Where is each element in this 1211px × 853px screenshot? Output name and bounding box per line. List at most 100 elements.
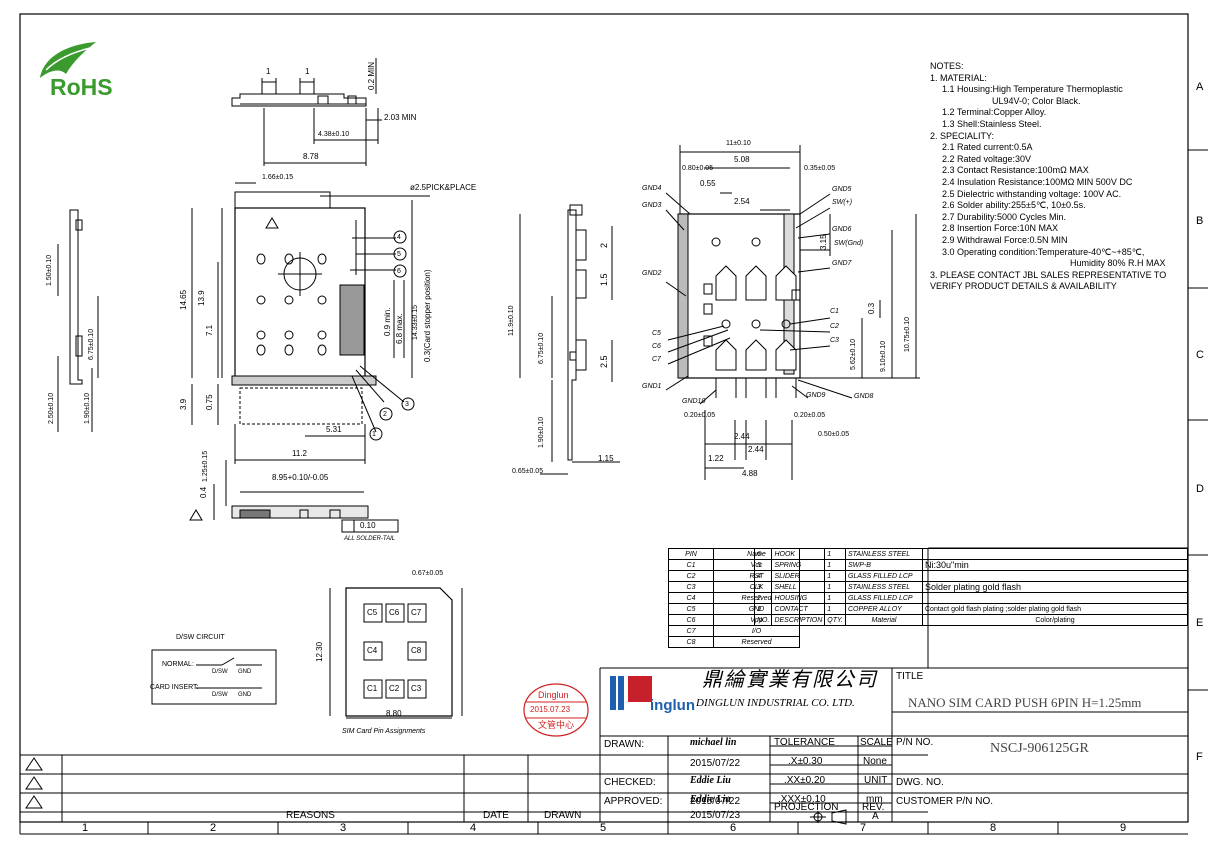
zone-row-c: C — [1196, 349, 1204, 361]
note-line: 1.2 Terminal:Copper Alloy. — [942, 107, 1047, 118]
note-line: 2. SPECIALITY: — [930, 130, 995, 141]
pcb-label: C2 — [830, 323, 839, 330]
zone-row-e: E — [1196, 617, 1204, 629]
zone-col-9: 9 — [1120, 822, 1127, 834]
pin-cell: C2 — [668, 570, 714, 582]
dim-label: 0.3 — [867, 302, 876, 314]
title-label: TITLE — [896, 671, 924, 682]
card-pin: C2 — [389, 684, 400, 693]
rev-label: REV. — [862, 802, 885, 813]
top-profile-view — [231, 58, 382, 166]
left-side-view — [57, 209, 99, 432]
bom-header: Color/plating — [922, 614, 1188, 626]
dim-label: ALL SOLDER-TAIL — [344, 536, 396, 542]
pn-label: P/N NO. — [896, 737, 934, 748]
zone-row-d: D — [1196, 483, 1204, 495]
card-pin: C4 — [367, 646, 378, 655]
circuit-dsw: D/SW — [212, 669, 228, 675]
note-line: 2.6 Solder ability:255±5℃, 10±0.5s. — [942, 200, 1086, 211]
dim-label: 6.8 max. — [395, 313, 404, 344]
reasons-label: REASONS — [286, 810, 335, 821]
dim-label: 4.38±0.10 — [318, 131, 350, 138]
pin-cell: Reserved — [713, 636, 800, 648]
dim-label: 0.50±0.05 — [818, 431, 850, 438]
bom-cell: CONTACT — [771, 603, 826, 615]
pcb-label: GND9 — [806, 392, 826, 399]
projection-label: PROJECTION — [774, 802, 839, 813]
bom-cell: Ni:30u"min — [922, 559, 1188, 571]
tolerance-1: .X±0.30 — [788, 756, 823, 767]
dim-label: 2.50±0.10 — [48, 392, 55, 424]
rohs-logo-text: RoHS — [50, 74, 113, 100]
checked-label: CHECKED: — [604, 777, 656, 788]
pcb-label: GND8 — [854, 393, 874, 400]
circuit-gnd: GND — [238, 669, 252, 675]
bom-cell: SPRING — [771, 559, 826, 571]
balloon-6: 6 — [397, 268, 401, 275]
center-side-view — [519, 204, 620, 475]
bom-cell: Solder plating gold flash — [922, 581, 1188, 593]
pin-cell: C8 — [668, 636, 714, 648]
dim-label: 2.44 — [734, 432, 750, 441]
pins-header: PIN — [668, 548, 714, 560]
dinglun-logo-icon — [610, 676, 652, 710]
drawn-date: 2015/07/22 — [690, 758, 741, 769]
dinglun-stamp — [523, 683, 589, 737]
bom-cell — [922, 570, 1188, 582]
tolerance-label: TOLERANCE — [774, 737, 835, 748]
zone-col-5: 5 — [600, 822, 607, 834]
note-line: 2.2 Rated voltage:30V — [942, 153, 1032, 164]
circuit-insert: CARD INSERT: — [150, 684, 199, 691]
pcb-label: GND6 — [832, 226, 852, 233]
drawn-col-label: DRAWN — [544, 810, 582, 821]
pin-cell: C4 — [668, 592, 714, 604]
dim-label: 6.75±0.10 — [538, 332, 545, 364]
customer-pn-label: CUSTOMER P/N NO. — [896, 796, 994, 807]
note-line: 1.3 Shell:Stainless Steel. — [942, 118, 1042, 129]
bom-cell — [922, 592, 1188, 604]
dim-label: 0.20±0.05 — [794, 412, 826, 419]
dim-label: 5.62±0.10 — [850, 338, 857, 370]
dim-label: 0.80±0.05 — [682, 165, 714, 172]
bom-cell: STAINLESS STEEL — [845, 548, 923, 560]
dim-label: 9.10±0.10 — [880, 340, 887, 372]
dim-label: 1.5 — [599, 273, 609, 286]
dim-label: 0.20±0.05 — [684, 412, 716, 419]
rohs-leaf-icon — [40, 42, 96, 78]
tolerance-2: .XX±0.20 — [784, 775, 826, 786]
zone-col-4: 4 — [470, 822, 477, 834]
dim-label: 0.55 — [700, 179, 716, 188]
zone-col-7: 7 — [860, 822, 867, 834]
dsw-circuit-diagram — [151, 649, 277, 705]
dim-label: 11±0.10 — [726, 140, 751, 147]
notes-block: NOTES: 1. MATERIAL: 1.1 Housing:High Tem… — [930, 61, 1166, 293]
dim-label: 0.2 MIN — [367, 61, 376, 90]
card-dim: 0.67±0.05 — [412, 570, 444, 577]
dim-label: 2.44 — [748, 445, 764, 454]
date-label: DATE — [483, 810, 509, 821]
pcb-label: GND5 — [832, 186, 852, 193]
revision-block — [20, 754, 600, 822]
bom-cell: COPPER ALLOY — [845, 603, 923, 615]
zone-col-2: 2 — [210, 822, 217, 834]
drawn-name: michael lin — [690, 737, 737, 748]
pcb-label: GND7 — [832, 260, 852, 267]
stamp-date: 2015.07.23 — [530, 705, 571, 714]
circuit-title: D/SW CIRCUIT — [176, 634, 225, 641]
approved-label: APPROVED: — [604, 796, 663, 807]
bom-cell: GLASS FILLED LCP — [845, 570, 923, 582]
bom-cell: 5 — [753, 559, 773, 571]
pin-cell: C3 — [668, 581, 714, 593]
main-top-view — [191, 182, 430, 464]
bom-cell: 1 — [753, 603, 773, 615]
tolerance-3: .XXX±0.10 — [778, 794, 826, 805]
pcb-label: GND4 — [642, 185, 662, 192]
dim-label: 1 — [266, 67, 271, 76]
zone-col-3: 3 — [340, 822, 347, 834]
pin-cell: C1 — [668, 559, 714, 571]
note-line: 2.3 Contact Resistance:100mΩ MAX — [942, 165, 1089, 176]
pcb-label: SW(Gnd) — [834, 240, 864, 247]
sim-card-outline — [329, 587, 463, 719]
pcb-label: GND1 — [642, 383, 662, 390]
